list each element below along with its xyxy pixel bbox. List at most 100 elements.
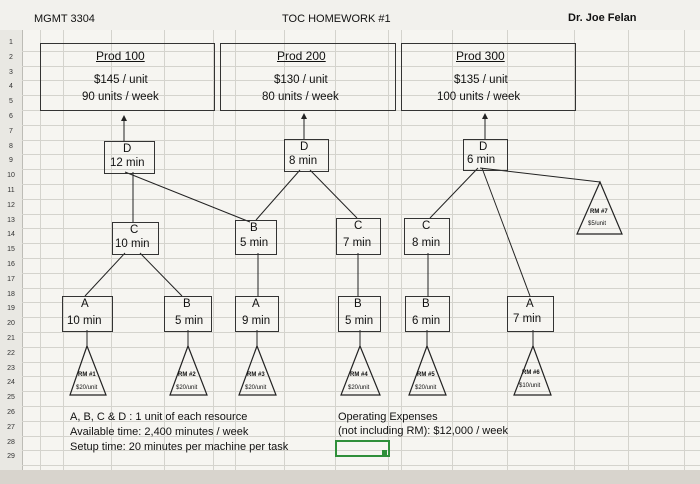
row-number[interactable]: 21 (7, 335, 15, 342)
row-number[interactable]: 6 (9, 113, 13, 120)
row-number[interactable]: 18 (7, 290, 15, 298)
grid-col-line (40, 30, 41, 470)
row-number[interactable]: 13 (7, 216, 15, 224)
node-time: 8 min (412, 237, 441, 249)
note-setup-time: Setup time: 20 minutes per machine per t… (70, 441, 289, 453)
node-time: 6 min (467, 154, 496, 166)
row-number[interactable]: 25 (7, 394, 15, 402)
node-time: 10 min (115, 238, 150, 250)
row-number[interactable]: 7 (9, 127, 13, 135)
grid-row-line (22, 332, 700, 333)
row-number[interactable]: 3 (9, 68, 13, 76)
grid-row-line (22, 450, 700, 452)
rm-name: RM #6 (522, 370, 540, 376)
rm-cost: $20/unit (245, 385, 267, 391)
row-number[interactable]: 15 (7, 246, 15, 254)
rm7-triangle (576, 180, 623, 235)
row-number-column (0, 30, 23, 470)
row-number[interactable]: 14 (7, 231, 15, 239)
node-c-prod200 (336, 218, 381, 255)
grid-col-line (507, 30, 508, 470)
node-c-prod100 (112, 222, 159, 255)
row-number[interactable]: 4 (9, 83, 13, 91)
grid-row-line (22, 50, 700, 52)
grid-col-line (63, 30, 64, 470)
grid-row-line (22, 228, 700, 230)
page-title: TOC HOMEWORK #1 (282, 13, 391, 25)
row-number[interactable]: 12 (7, 201, 15, 209)
selected-cell[interactable] (335, 440, 390, 457)
node-b-prod100 (164, 296, 212, 332)
grid-row-line (22, 139, 700, 141)
row-number[interactable]: 9 (9, 157, 13, 165)
node-time: 10 min (67, 315, 102, 327)
rm2-triangle (169, 344, 208, 396)
row-number[interactable]: 8 (9, 142, 13, 150)
row-number[interactable]: 26 (7, 409, 15, 416)
node-b-prod300 (405, 296, 450, 332)
rm-cost: $20/unit (348, 385, 370, 391)
product-demand: 90 units / week (82, 91, 159, 103)
rm-cost: $5/unit (588, 221, 607, 227)
row-number[interactable]: 19 (7, 305, 15, 313)
professor-label: Dr. Joe Felan (568, 12, 637, 24)
rm-cost: $20/unit (176, 385, 198, 391)
node-letter: A (81, 298, 89, 310)
node-letter: D (123, 143, 132, 155)
row-number[interactable]: 27 (7, 423, 15, 431)
node-letter: D (300, 141, 309, 153)
grid-row-line (22, 465, 700, 467)
note-available-time: Available time: 2,400 minutes / week (70, 426, 249, 438)
grid-col-line (164, 30, 165, 470)
note-resources: A, B, C & D : 1 unit of each resource (70, 411, 248, 423)
product-price: $130 / unit (274, 74, 328, 86)
product-price: $135 / unit (454, 74, 508, 86)
rm-cost: $20/unit (415, 385, 437, 391)
product-box-300 (401, 43, 576, 111)
grid-col-line (401, 30, 402, 470)
rm-cost: $10/unit (519, 383, 541, 389)
node-b-prod200-lower (338, 296, 381, 332)
node-time: 5 min (175, 315, 204, 327)
rm-name: RM #1 (78, 372, 96, 378)
sheet-header (0, 0, 700, 30)
row-number[interactable]: 17 (7, 275, 15, 283)
rm-name: RM #3 (247, 372, 265, 378)
row-number[interactable]: 29 (7, 453, 15, 461)
node-letter: D (479, 141, 488, 153)
node-letter: A (252, 298, 260, 310)
row-number[interactable]: 16 (7, 261, 15, 268)
grid-row-line (22, 154, 700, 156)
row-number[interactable]: 23 (7, 364, 15, 372)
row-number[interactable]: 24 (7, 379, 15, 387)
row-number[interactable]: 28 (7, 438, 15, 446)
row-number[interactable]: 2 (9, 53, 13, 61)
row-number[interactable]: 1 (9, 39, 13, 46)
node-a-prod300 (507, 296, 554, 332)
grid-row-line (22, 406, 700, 407)
grid-row-line (22, 287, 700, 289)
row-number[interactable]: 22 (7, 349, 15, 357)
grid-col-line (335, 30, 336, 470)
row-number[interactable]: 11 (7, 187, 15, 194)
row-number[interactable]: 10 (7, 172, 15, 180)
fill-handle[interactable] (382, 450, 387, 455)
row-number[interactable]: 5 (9, 98, 13, 106)
node-letter: B (183, 298, 191, 310)
grid-col-line (452, 30, 453, 470)
node-a-prod200 (235, 296, 279, 332)
opex-title: Operating Expenses (338, 411, 438, 423)
row-number[interactable]: 20 (7, 320, 15, 328)
rm5-triangle (408, 344, 447, 396)
grid-col-line (284, 30, 285, 470)
rm-name: RM #5 (417, 372, 435, 378)
node-d-prod100 (104, 141, 155, 174)
grid-row-line (22, 243, 700, 245)
grid-row-line (22, 302, 700, 304)
node-letter: A (526, 298, 534, 310)
node-letter: C (354, 220, 363, 232)
bottom-strip (0, 470, 700, 484)
course-label: MGMT 3304 (34, 13, 95, 25)
grid-col-line (388, 30, 389, 470)
